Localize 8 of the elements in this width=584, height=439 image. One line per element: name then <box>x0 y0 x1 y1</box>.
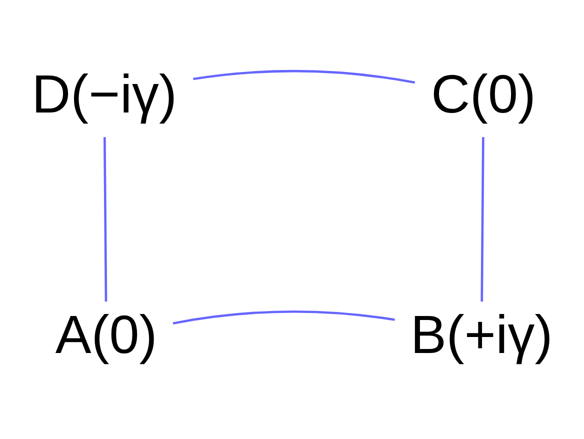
node-text: B(+iγ) <box>410 305 553 366</box>
connector <box>104 137 108 302</box>
connector <box>193 70 416 84</box>
node-text: D(−iγ) <box>32 64 177 124</box>
node-text: C(0) <box>431 64 536 124</box>
node-text: A(0) <box>55 305 158 366</box>
connector <box>172 310 395 324</box>
connector <box>480 137 484 302</box>
